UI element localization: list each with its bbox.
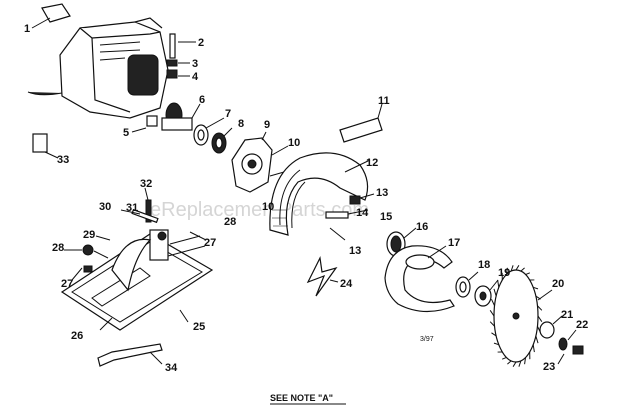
blade-tooth	[505, 267, 508, 275]
callout-31: 31	[126, 202, 138, 214]
blade-tooth	[493, 342, 499, 346]
blade-tooth	[512, 361, 517, 367]
blade-tooth	[520, 267, 525, 272]
callout-33: 33	[57, 154, 69, 166]
part-label-plate	[339, 117, 383, 143]
blade-tooth	[497, 279, 500, 288]
callout-17: 17	[448, 237, 460, 249]
callout-16: 16	[416, 221, 428, 233]
callout-30: 30	[99, 201, 111, 213]
date-code: 3/97	[420, 336, 434, 343]
blade-tooth	[515, 265, 520, 271]
callout-24: 24	[340, 278, 353, 290]
part-bearings	[193, 117, 233, 154]
callout-4: 4	[192, 71, 199, 83]
callout-28b: 28	[52, 242, 64, 254]
blade-tooth	[537, 315, 543, 322]
blade-tooth	[533, 286, 539, 290]
callout-13a: 13	[376, 187, 388, 199]
part-base-edge	[99, 317, 113, 331]
callout-26: 26	[71, 330, 83, 342]
callout-27b: 27	[61, 278, 73, 290]
callout-25: 25	[193, 321, 205, 333]
blade-tooth	[493, 288, 497, 297]
callout-15: 15	[380, 211, 392, 223]
callout-28a: 28	[224, 216, 236, 228]
part-depth-bolts	[64, 187, 207, 281]
part-saw-blade	[489, 265, 553, 367]
callout-21: 21	[561, 309, 573, 321]
blade-tooth	[524, 357, 527, 365]
callout-13b: 13	[349, 245, 361, 257]
callout-22: 22	[576, 319, 588, 331]
callout-10a: 10	[288, 137, 300, 149]
callout-11: 11	[378, 95, 390, 107]
callout-23: 23	[543, 361, 555, 373]
callout-1: 1	[24, 23, 30, 35]
callout-7: 7	[225, 108, 231, 120]
callout-5: 5	[123, 127, 129, 139]
callout-20: 20	[552, 278, 564, 290]
blade-tooth	[525, 272, 531, 276]
callout-10b: 10	[262, 201, 274, 213]
callout-2: 2	[198, 37, 204, 49]
part-brush-assembly	[166, 33, 196, 79]
part-wrench	[97, 343, 163, 367]
part-gear-housing	[231, 131, 289, 193]
callout-8: 8	[238, 118, 244, 130]
blade-tooth	[501, 356, 507, 360]
part-spindle-hardware	[325, 193, 375, 241]
callout-labels: 1 2 3 4 5 6 7 8 9 10 10 11 12 13 13 14 1…	[24, 17, 588, 374]
blade-tooth	[518, 360, 522, 367]
blade-tooth	[489, 321, 495, 327]
blade-tooth	[535, 295, 541, 300]
blade-tooth	[507, 360, 512, 365]
callout-19: 19	[498, 267, 510, 279]
part-washers	[455, 271, 499, 307]
watermark: eReplacementParts.com	[150, 199, 369, 221]
blade-tooth	[535, 335, 539, 344]
callout-3: 3	[192, 58, 198, 70]
callout-6: 6	[199, 94, 205, 106]
callout-9: 9	[264, 119, 270, 131]
blade-tooth	[537, 305, 543, 311]
blade-tooth	[491, 298, 496, 306]
callout-32: 32	[140, 178, 152, 190]
callout-34: 34	[165, 362, 178, 374]
callout-29: 29	[83, 229, 95, 241]
blade-tooth	[491, 332, 497, 337]
blade-tooth	[532, 344, 535, 353]
callout-14: 14	[356, 207, 369, 219]
callout-12: 12	[366, 157, 378, 169]
part-lower-guard	[384, 245, 455, 313]
callout-18: 18	[478, 259, 490, 271]
blade-tooth	[489, 310, 495, 317]
callout-27a: 27	[204, 237, 216, 249]
part-motor-housing	[27, 3, 169, 119]
part-instruction-card	[32, 133, 59, 159]
part-guard-lever	[306, 256, 338, 297]
part-arbor-bolt	[539, 315, 584, 365]
part-base-plate	[60, 229, 214, 331]
part-upper-guard	[269, 152, 371, 236]
see-note-label: SEE NOTE "A"	[270, 393, 333, 403]
blade-tooth	[510, 265, 514, 272]
part-gear-shaft	[131, 102, 201, 133]
